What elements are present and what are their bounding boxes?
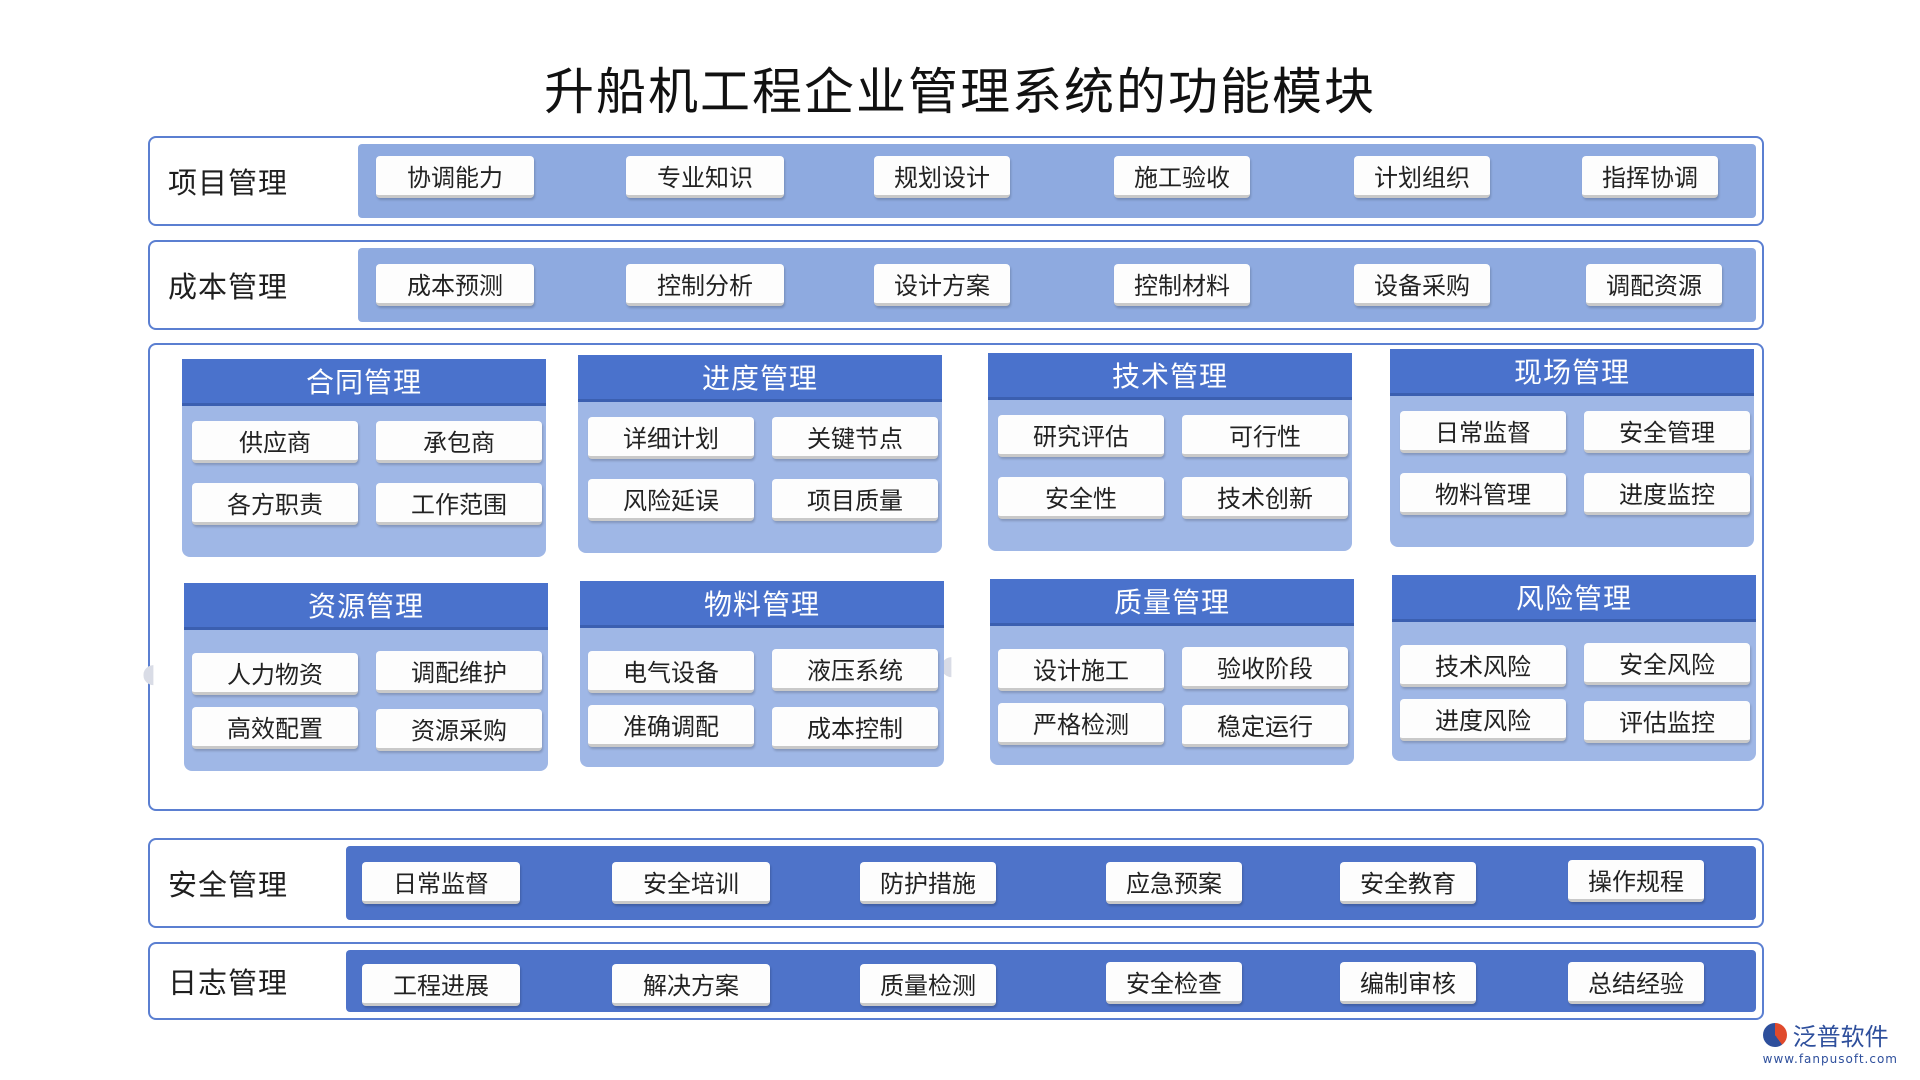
item-chip: 准确调配 <box>588 705 754 747</box>
item-chip: 设备采购 <box>1354 264 1490 306</box>
module-contract-management: 合同管理 供应商 承包商 各方职责 工作范围 <box>182 359 546 557</box>
item-chip: 高效配置 <box>192 707 358 749</box>
watermark: ◖ <box>142 659 156 689</box>
item-chip: 设计施工 <box>998 649 1164 691</box>
modules-frame: ◖ ◖ 合同管理 供应商 承包商 各方职责 工作范围 进度管理 详细计划 关键节… <box>142 343 1764 811</box>
row-log-management: 日志管理 工程进展 解决方案 质量检测 安全检查 编制审核 总结经验 <box>148 942 1764 1020</box>
item-chip: 评估监控 <box>1584 701 1750 743</box>
item-chip: 液压系统 <box>772 649 938 691</box>
item-chip: 电气设备 <box>588 651 754 693</box>
row-project-management: 项目管理 协调能力 专业知识 规划设计 施工验收 计划组织 指挥协调 <box>148 136 1764 226</box>
item-chip: 安全风险 <box>1584 643 1750 685</box>
row-band: 日常监督 安全培训 防护措施 应急预案 安全教育 操作规程 <box>346 846 1756 920</box>
item-chip: 日常监督 <box>1400 411 1566 453</box>
item-chip: 安全检查 <box>1106 962 1242 1004</box>
item-chip: 调配维护 <box>376 651 542 693</box>
item-chip: 成本控制 <box>772 707 938 749</box>
item-chip: 承包商 <box>376 421 542 463</box>
module-title: 物料管理 <box>580 581 944 628</box>
item-chip: 安全管理 <box>1584 411 1750 453</box>
page-title: 升船机工程企业管理系统的功能模块 <box>544 63 1376 121</box>
item-chip: 项目质量 <box>772 479 938 521</box>
item-chip: 施工验收 <box>1114 156 1250 198</box>
item-chip: 严格检测 <box>998 703 1164 745</box>
item-chip: 安全培训 <box>612 862 770 904</box>
item-chip: 专业知识 <box>626 156 784 198</box>
item-chip: 日常监督 <box>362 862 520 904</box>
item-chip: 安全教育 <box>1340 862 1476 904</box>
row-label: 成本管理 <box>168 270 289 304</box>
item-chip: 质量检测 <box>860 964 996 1006</box>
item-chip: 设计方案 <box>874 264 1010 306</box>
item-chip: 资源采购 <box>376 709 542 751</box>
row-cost-management: 成本管理 成本预测 控制分析 设计方案 控制材料 设备采购 调配资源 <box>148 240 1764 330</box>
item-chip: 应急预案 <box>1106 862 1242 904</box>
row-label: 安全管理 <box>168 868 289 902</box>
row-safety-management: 安全管理 日常监督 安全培训 防护措施 应急预案 安全教育 操作规程 <box>148 838 1764 928</box>
module-quality-management: 质量管理 设计施工 验收阶段 严格检测 稳定运行 <box>990 579 1354 765</box>
module-title: 质量管理 <box>990 579 1354 626</box>
item-chip: 人力物资 <box>192 653 358 695</box>
item-chip: 物料管理 <box>1400 473 1566 515</box>
item-chip: 可行性 <box>1182 415 1348 457</box>
logo-url: www.fanpusoft.com <box>1762 1052 1898 1066</box>
item-chip: 工作范围 <box>376 483 542 525</box>
module-title: 资源管理 <box>184 583 548 630</box>
row-band: 协调能力 专业知识 规划设计 施工验收 计划组织 指挥协调 <box>358 144 1756 218</box>
logo-mark-icon <box>1762 1022 1787 1047</box>
item-chip: 研究评估 <box>998 415 1164 457</box>
module-site-management: 现场管理 日常监督 安全管理 物料管理 进度监控 <box>1390 349 1754 547</box>
row-band: 成本预测 控制分析 设计方案 控制材料 设备采购 调配资源 <box>358 248 1756 322</box>
module-title: 合同管理 <box>182 359 546 406</box>
item-chip: 进度监控 <box>1584 473 1750 515</box>
module-schedule-management: 进度管理 详细计划 关键节点 风险延误 项目质量 <box>578 355 942 553</box>
item-chip: 指挥协调 <box>1582 156 1718 198</box>
module-resource-management: 资源管理 人力物资 调配维护 高效配置 资源采购 <box>184 583 548 771</box>
module-technical-management: 技术管理 研究评估 可行性 安全性 技术创新 <box>988 353 1352 551</box>
item-chip: 控制分析 <box>626 264 784 306</box>
item-chip: 编制审核 <box>1340 962 1476 1004</box>
item-chip: 协调能力 <box>376 156 534 198</box>
row-label: 日志管理 <box>168 966 289 1000</box>
item-chip: 技术创新 <box>1182 477 1348 519</box>
item-chip: 计划组织 <box>1354 156 1490 198</box>
item-chip: 安全性 <box>998 477 1164 519</box>
module-title: 技术管理 <box>988 353 1352 400</box>
item-chip: 调配资源 <box>1586 264 1722 306</box>
item-chip: 风险延误 <box>588 479 754 521</box>
item-chip: 工程进展 <box>362 964 520 1006</box>
item-chip: 进度风险 <box>1400 699 1566 741</box>
row-band: 工程进展 解决方案 质量检测 安全检查 编制审核 总结经验 <box>346 950 1756 1012</box>
brand-logo: 泛普软件 www.fanpusoft.com <box>1762 1017 1898 1066</box>
item-chip: 详细计划 <box>588 417 754 459</box>
row-label: 项目管理 <box>168 166 289 200</box>
item-chip: 技术风险 <box>1400 645 1566 687</box>
item-chip: 解决方案 <box>612 964 770 1006</box>
item-chip: 验收阶段 <box>1182 647 1348 689</box>
item-chip: 防护措施 <box>860 862 996 904</box>
module-title: 现场管理 <box>1390 349 1754 396</box>
module-title: 风险管理 <box>1392 575 1756 622</box>
item-chip: 规划设计 <box>874 156 1010 198</box>
item-chip: 各方职责 <box>192 483 358 525</box>
item-chip: 供应商 <box>192 421 358 463</box>
logo-name: 泛普软件 <box>1792 1023 1889 1051</box>
module-material-management: 物料管理 电气设备 液压系统 准确调配 成本控制 <box>580 581 944 767</box>
item-chip: 总结经验 <box>1568 962 1704 1004</box>
item-chip: 成本预测 <box>376 264 534 306</box>
module-title: 进度管理 <box>578 355 942 402</box>
item-chip: 操作规程 <box>1568 860 1704 902</box>
item-chip: 控制材料 <box>1114 264 1250 306</box>
item-chip: 关键节点 <box>772 417 938 459</box>
item-chip: 稳定运行 <box>1182 705 1348 747</box>
module-risk-management: 风险管理 技术风险 安全风险 进度风险 评估监控 <box>1392 575 1756 761</box>
